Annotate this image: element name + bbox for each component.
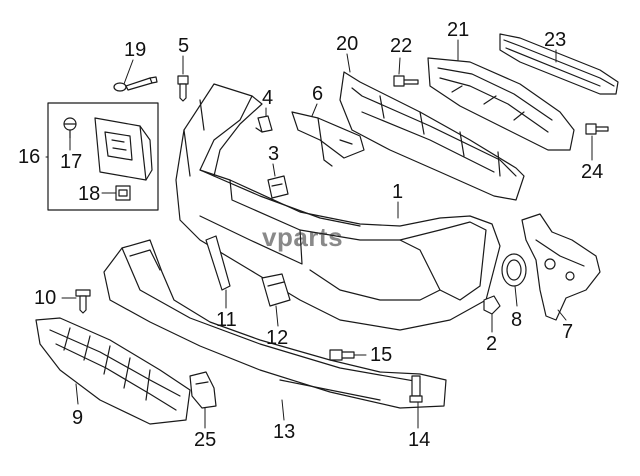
part-25-bracket [189,371,217,409]
callout-19: 19 [124,39,147,61]
part-16-license-bracket [94,117,153,181]
leader-lines [45,39,593,429]
part-7-side-bracket [521,213,601,321]
callout-23: 23 [544,29,567,51]
part-20-absorber [339,71,525,201]
callout-12: 12 [266,327,289,349]
callout-20: 20 [336,33,359,55]
part-3-bracket [267,175,289,199]
part-5-clip [177,75,189,102]
leader-7 [557,309,567,321]
part-14-clip [409,375,423,403]
part-21-reinforcement [427,57,575,151]
part-6-bracket [291,111,365,167]
callout-14: 14 [408,429,431,451]
callout-17: 17 [60,151,83,173]
callout-3: 3 [268,143,280,165]
callout-16: 16 [18,146,41,168]
callout-9: 9 [72,407,84,429]
callout-25: 25 [194,429,217,451]
callout-22: 22 [390,35,413,57]
callout-2: 2 [486,333,498,355]
leader-6 [311,103,318,117]
part-23-reinforcement-bar [499,33,619,95]
callout-21: 21 [447,19,470,41]
leader-13 [281,399,285,421]
part-24-bolt [585,123,609,135]
part-19-hook [113,76,158,92]
part-4-bracket [255,115,273,133]
part-22-bolt [393,75,419,87]
callout-6: 6 [312,83,324,105]
leader-20 [346,53,351,73]
part-15-clip [329,349,355,361]
callout-18: 18 [78,183,101,205]
callout-13: 13 [273,421,296,443]
part-12-bracket [261,273,291,307]
leader-22 [398,57,401,75]
watermark-logo: vparts [262,222,344,252]
leader-19 [123,59,134,85]
callout-7: 7 [562,321,574,343]
part-10-clip [75,289,91,314]
part-17-bolt [63,117,77,139]
leader-8 [514,285,518,307]
callout-24: 24 [581,161,604,183]
callout-1: 1 [392,181,404,203]
callout-4: 4 [262,87,274,109]
part-2-clip [483,295,501,315]
callout-10: 10 [34,287,57,309]
leader-3 [272,163,276,177]
callout-11: 11 [216,309,237,331]
part-8-cap [501,253,527,287]
part-18-clip [115,185,131,201]
callout-8: 8 [511,309,523,331]
part-11-bracket [205,235,231,291]
leader-12 [275,305,279,327]
leader-9 [75,383,79,405]
part-9-grille [35,317,191,425]
callout-15: 15 [370,344,393,366]
part-1-bumper-cover [175,83,501,331]
callout-5: 5 [178,35,190,57]
